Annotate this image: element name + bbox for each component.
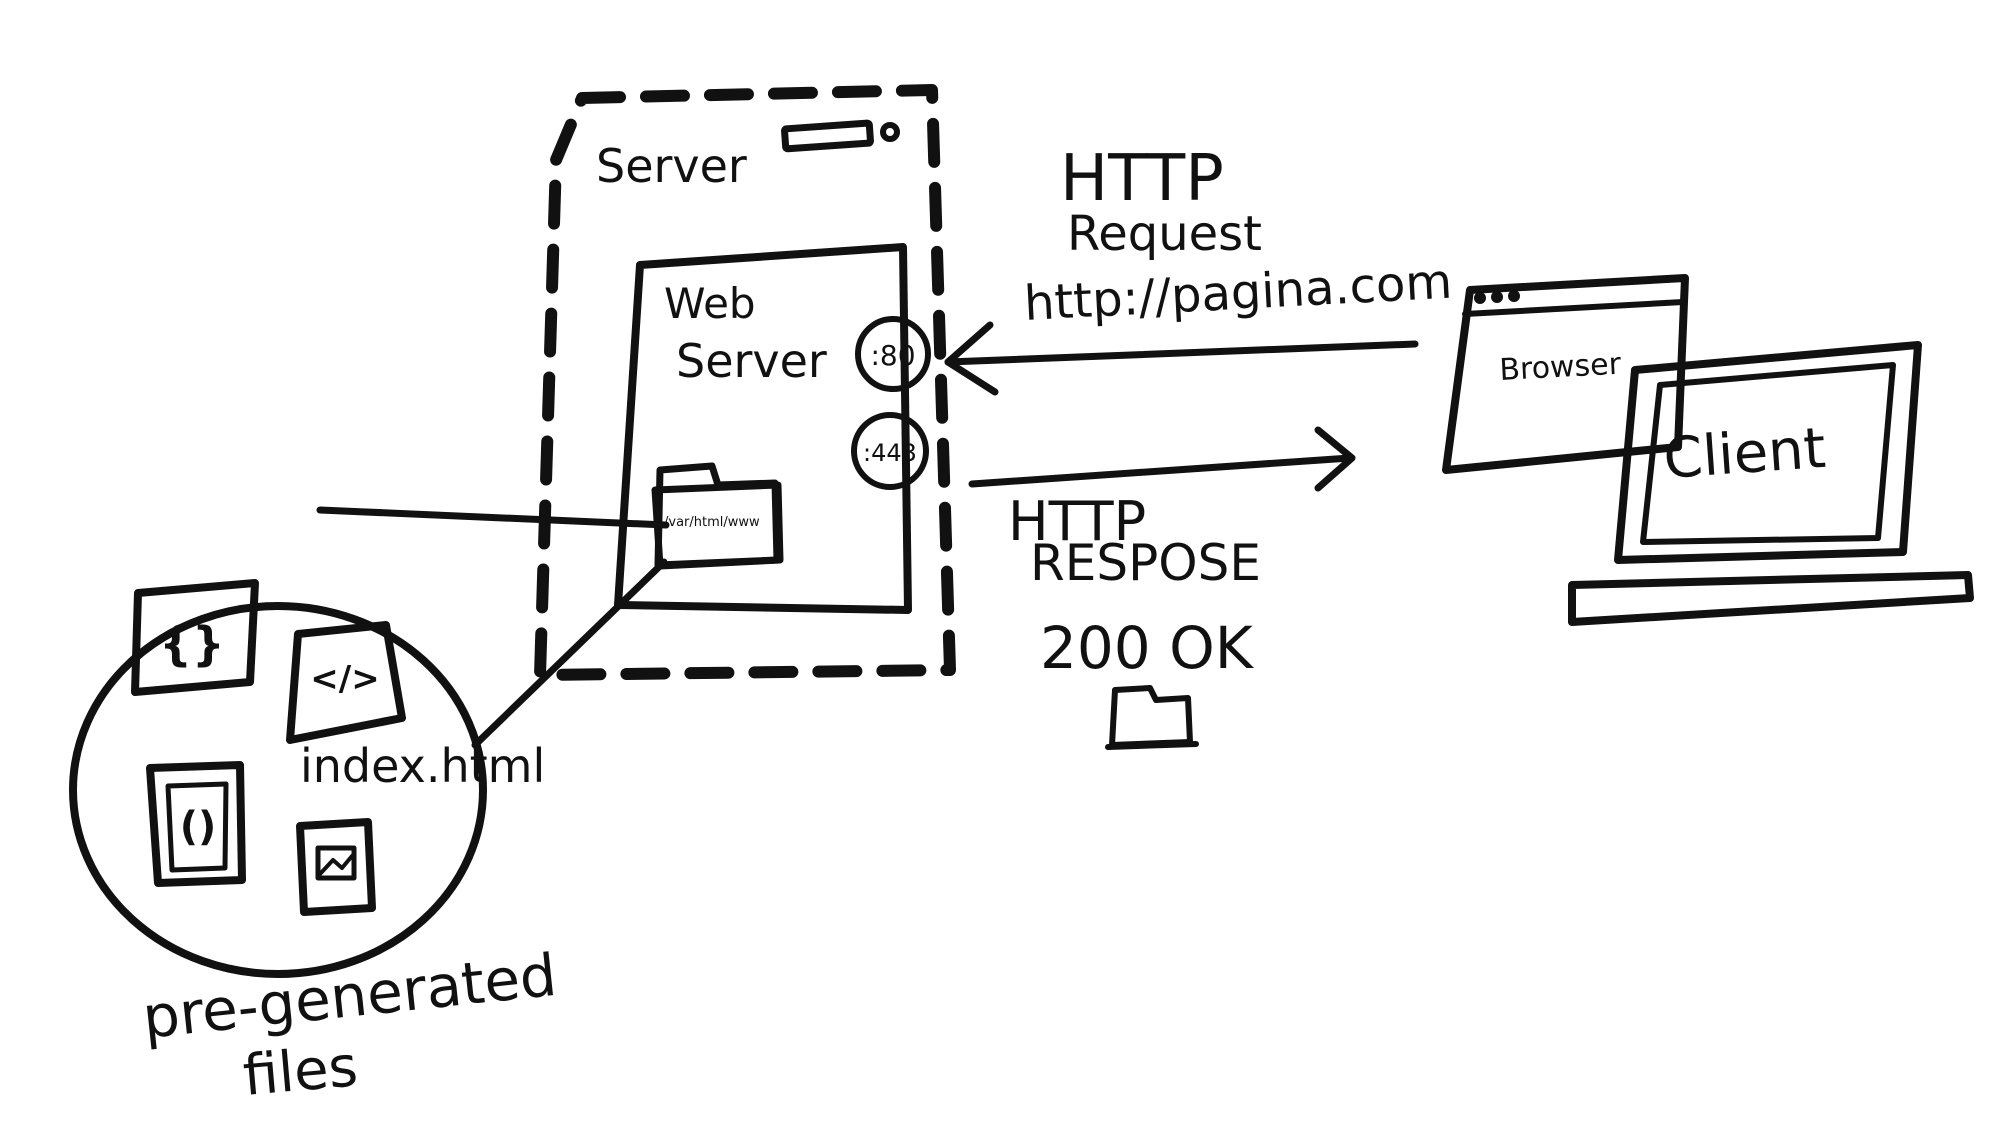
index-html-label: index.html xyxy=(300,739,545,793)
files-caption-line2: files xyxy=(241,1034,361,1109)
connector-line-bottom xyxy=(471,558,668,749)
response-folder-icon xyxy=(1105,685,1199,750)
response-status: 200 OK xyxy=(1040,614,1255,682)
browser-dot-1 xyxy=(1474,292,1486,304)
files-circle xyxy=(69,602,487,978)
server-led-icon xyxy=(880,122,900,142)
browser-dot-3 xyxy=(1508,290,1520,302)
html-glyph: </> xyxy=(310,659,379,699)
response-arrow xyxy=(968,426,1356,492)
request-label-line2: Request xyxy=(1067,206,1262,262)
response-label-line1: HTTP xyxy=(1008,490,1146,553)
browser-label: Browser xyxy=(1499,347,1623,388)
browser-dot-2 xyxy=(1491,291,1503,303)
port-443: :443 xyxy=(851,412,929,490)
request-url: http://pagina.com xyxy=(1023,254,1454,332)
folder-path-label: /var/html/www xyxy=(664,515,760,530)
connector-line-top xyxy=(316,506,670,529)
web-server-label-line2: Server xyxy=(676,334,827,388)
json-file-icon: {} xyxy=(131,579,259,696)
js-glyph: () xyxy=(180,804,217,850)
browser-window xyxy=(1442,274,1689,474)
client-label: Client xyxy=(1661,416,1827,492)
laptop-icon xyxy=(1568,341,1974,626)
js-file-icon: () xyxy=(146,761,246,887)
json-glyph: {} xyxy=(159,617,225,671)
request-label-line1: HTTP xyxy=(1060,142,1224,216)
web-server-label-line1: Web xyxy=(664,279,756,328)
web-server-box xyxy=(614,243,912,614)
port-443-label: :443 xyxy=(863,439,917,467)
server-box xyxy=(534,84,956,681)
response-label-line2: RESPOSE xyxy=(1030,534,1261,592)
html-file-icon: </> xyxy=(286,621,406,744)
image-file-icon xyxy=(296,818,376,916)
request-arrow xyxy=(944,321,1419,396)
port-80: :80 xyxy=(855,316,931,392)
port-80-label: :80 xyxy=(870,339,915,372)
server-drive-icon xyxy=(781,119,874,153)
server-label: Server xyxy=(596,139,747,193)
